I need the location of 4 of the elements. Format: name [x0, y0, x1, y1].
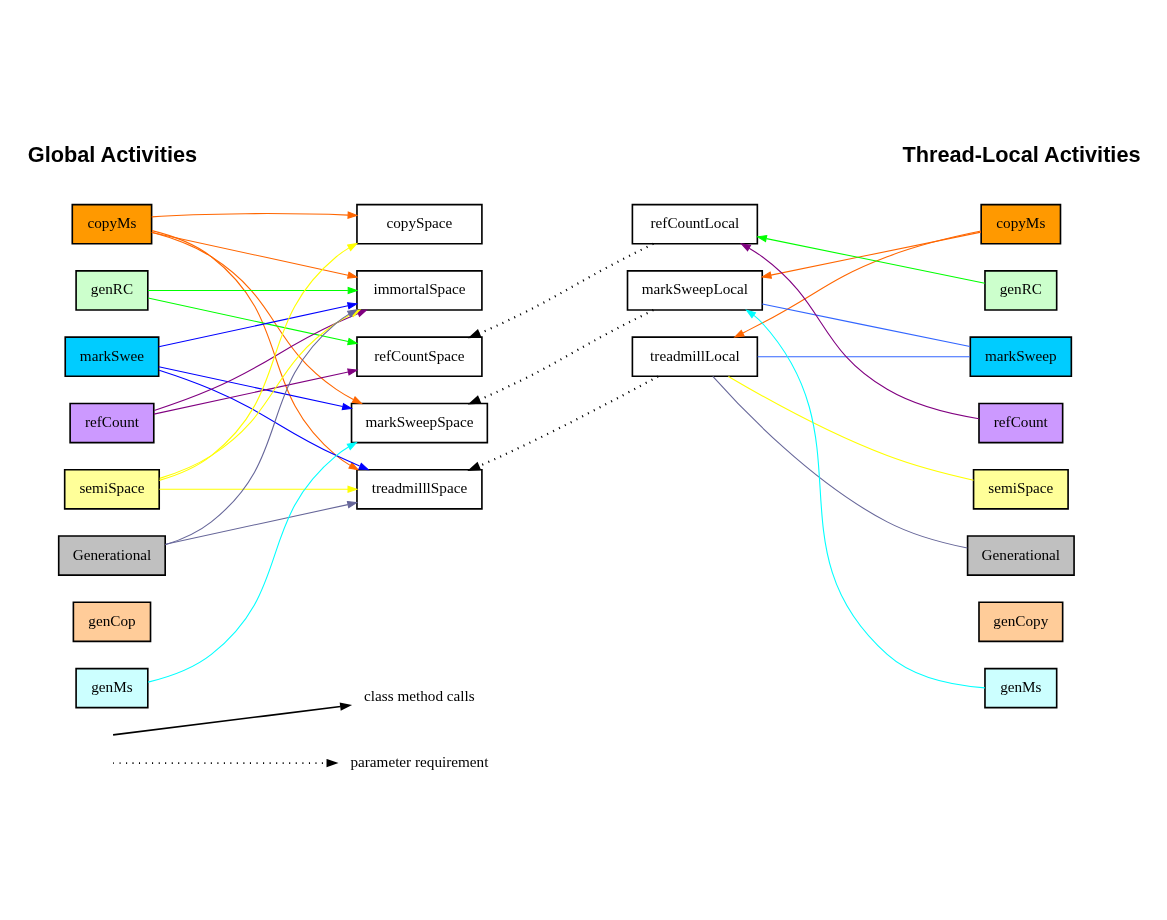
- label: Global Activities: [27, 141, 198, 167]
- legend-label: parameter requirement: [350, 752, 489, 770]
- legend-label: class method calls: [364, 686, 475, 704]
- label: Thread-Local Activities: [902, 141, 1141, 167]
